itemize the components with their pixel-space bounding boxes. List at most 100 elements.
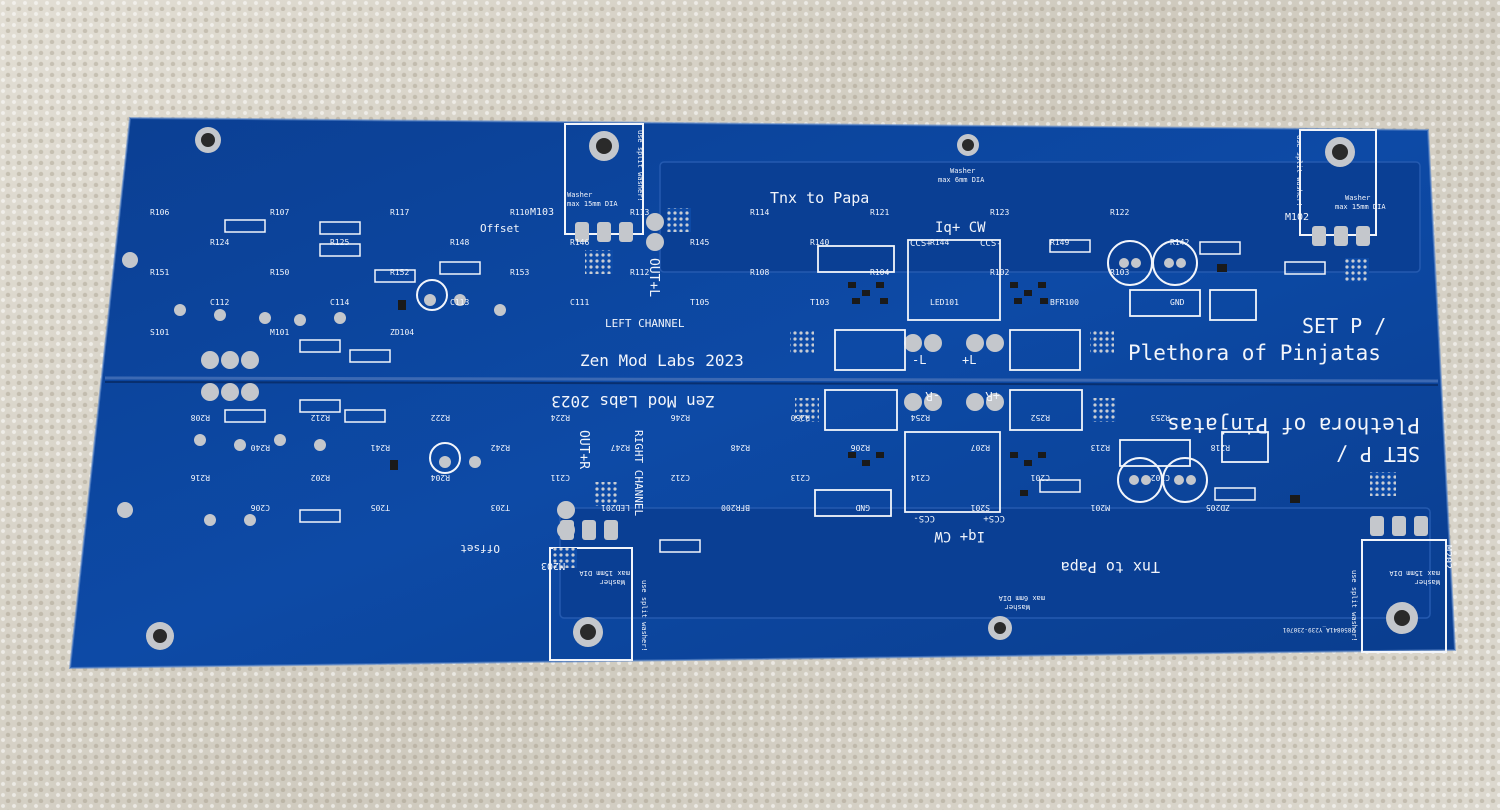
refdes-label: R122	[1110, 208, 1129, 217]
refdes-label: ZD104	[390, 328, 414, 337]
refdes-label: R104	[870, 268, 889, 277]
ccs-plus-label-bottom: CCS+	[983, 513, 1005, 523]
refdes-label: C212	[671, 473, 690, 482]
washer-small-line1-top: Washer	[950, 167, 975, 175]
ccs-minus-label-top: CCS-	[980, 239, 1002, 249]
mosfet-footprint-m102	[1299, 129, 1377, 246]
refdes-label: R247	[611, 443, 630, 452]
mounting-hole	[988, 616, 1012, 640]
split-washer-m102: use split washer!	[1295, 135, 1303, 207]
refdes-label: R152	[390, 268, 409, 277]
offset-label-bottom: Offset	[460, 542, 500, 555]
mosfet-label-m203: M203	[541, 560, 565, 571]
refdes-label: C113	[450, 298, 469, 307]
title-line1-top: SET P /	[1302, 314, 1386, 338]
refdes-label: BFR200	[721, 503, 750, 512]
refdes-label: M201	[1091, 503, 1110, 512]
refdes-label: C214	[911, 473, 930, 482]
title-line1-bottom: SET P /	[1336, 442, 1420, 466]
refdes-label: R110	[510, 208, 529, 217]
out-label-bottom: OUT+R	[576, 430, 591, 469]
refdes-label: C211	[551, 473, 570, 482]
washer-big-line2-m202: max 15mm DIA	[1389, 569, 1440, 577]
split-washer-m103: use split washer!	[636, 130, 644, 202]
via-stitching	[553, 208, 1396, 568]
channel-label-bottom: RIGHT CHANNEL	[632, 430, 645, 516]
refdes-label: R242	[491, 443, 510, 452]
mosfet-label-m102: M102	[1285, 212, 1309, 223]
plus-rail-label-top: +L	[962, 353, 976, 367]
ccs-plus-label-top: CCS+	[910, 239, 932, 249]
through-hole-pads	[117, 252, 506, 526]
washer-big-line2-m203: max 15mm DIA	[579, 569, 630, 577]
washer-big-line1-m103: Washer	[567, 191, 592, 199]
refdes-label: R117	[390, 208, 409, 217]
refdes-label: R207	[971, 443, 990, 452]
refdes-label: R253	[1151, 413, 1170, 422]
refdes-label: T103	[810, 298, 829, 307]
offset-label-top: Offset	[480, 222, 520, 235]
refdes-label: S201	[971, 503, 990, 512]
refdes-label: C213	[791, 473, 810, 482]
smd-components	[390, 264, 1300, 503]
refdes-label: BFR100	[1050, 298, 1079, 307]
refdes-label: GND	[1170, 298, 1185, 307]
serial-number: 2850841A_Y239-230701	[1282, 626, 1355, 633]
bottom-half-silkscreen: Tnx to Papa Iq+ CW CCS+ CCS- Offset OUT+…	[460, 389, 1453, 652]
refdes-label: R222	[431, 413, 450, 422]
refdes-label: LED201	[601, 503, 630, 512]
refdes-label: R218	[1211, 443, 1230, 452]
heatsink-copper-areas	[559, 161, 1431, 619]
refdes-label: R124	[210, 238, 229, 247]
capacitor-pads	[1119, 258, 1196, 485]
refdes-label: R246	[671, 413, 690, 422]
refdes-label: R206	[851, 443, 870, 452]
refdes-label: M101	[270, 328, 289, 337]
washer-big-line2-m103: max 15mm DIA	[567, 200, 618, 208]
refdes-label: R241	[371, 443, 390, 452]
refdes-label: R248	[731, 443, 750, 452]
refdes-label: C111	[570, 298, 589, 307]
refdes-label: S101	[150, 328, 169, 337]
mounting-holes	[146, 127, 1012, 650]
refdes-label: R102	[990, 268, 1009, 277]
washer-big-line1-m102: Washer	[1345, 194, 1370, 202]
refdes-label: R148	[450, 238, 469, 247]
power-pads	[201, 213, 1004, 539]
brand-label-top: Zen Mod Labs 2023	[580, 351, 744, 370]
refdes-label: R216	[191, 473, 210, 482]
refdes-label: R153	[510, 268, 529, 277]
refdes-label: R142	[1170, 238, 1189, 247]
refdes-label: C201	[1031, 473, 1050, 482]
minus-rail-label-bottom: -R	[925, 389, 940, 403]
mosfet-label-m103: M103	[530, 207, 554, 218]
refdes-label: R107	[270, 208, 289, 217]
refdes-label: R208	[191, 413, 210, 422]
refdes-label: R202	[311, 473, 330, 482]
refdes-label: R103	[1110, 268, 1129, 277]
refdes-label: R149	[1050, 238, 1069, 247]
refdes-label: R108	[750, 268, 769, 277]
mounting-hole	[146, 622, 174, 650]
refdes-label: LED101	[930, 298, 959, 307]
thanks-label-top: Tnx to Papa	[770, 189, 869, 207]
split-washer-m203: use split washer!	[640, 580, 648, 652]
washer-big-line1-m203: Washer	[600, 578, 625, 586]
refdes-label: R106	[150, 208, 169, 217]
refdes-label: R123	[990, 208, 1009, 217]
refdes-label: R113	[630, 208, 649, 217]
mosfet-label-m202: M202	[1442, 545, 1453, 569]
refdes-label: R240	[251, 443, 270, 452]
ccs-minus-label-bottom: CCS-	[913, 513, 935, 523]
refdes-label: R145	[690, 238, 709, 247]
v-groove	[104, 376, 1439, 386]
minus-rail-label-top: -L	[912, 353, 926, 367]
capacitor-outlines	[416, 240, 1208, 503]
power-resistors	[824, 289, 1269, 463]
thanks-label-bottom: Tnx to Papa	[1061, 558, 1160, 576]
refdes-label: R125	[330, 238, 349, 247]
refdes-label: R204	[431, 473, 450, 482]
refdes-label: R112	[630, 268, 649, 277]
